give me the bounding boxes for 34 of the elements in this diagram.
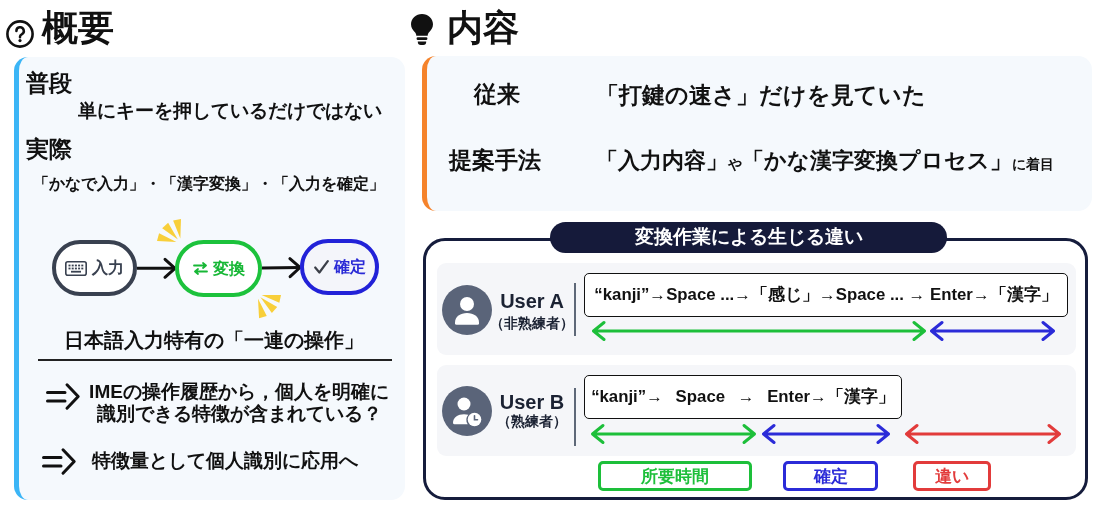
legend-key: 所要時間 bbox=[598, 461, 752, 491]
body-text: 単にキーを押しているだけではない bbox=[78, 100, 382, 123]
body-text: 「かなで入力」・「漢字変換」・「入力を確定」 bbox=[33, 174, 385, 194]
user-row bbox=[437, 263, 1076, 355]
step-pill bbox=[52, 240, 137, 296]
sequence-box bbox=[584, 375, 902, 419]
section-heading: 概要 bbox=[42, 10, 114, 46]
body-text: 特徴量として個人識別に応用へ bbox=[92, 450, 358, 473]
section-heading: 内容 bbox=[447, 10, 519, 46]
step-label: 変換 bbox=[212, 258, 245, 279]
step-label: 確定 bbox=[333, 257, 366, 277]
subheading: 普段 bbox=[26, 70, 72, 98]
body-text: 日本語入力特有の「一連の操作」 bbox=[63, 329, 365, 353]
sequence-box bbox=[584, 273, 1068, 317]
legend-key: 違い bbox=[913, 461, 991, 491]
user-name: User B bbox=[498, 390, 566, 414]
step-pill bbox=[175, 240, 262, 297]
user-name: User A bbox=[499, 289, 565, 313]
step-label: 入力 bbox=[92, 258, 124, 278]
body-text: IMEの操作履歴から，個人を明確に識別できる特徴が含まれている？ bbox=[88, 381, 390, 425]
step-pill bbox=[300, 239, 379, 295]
user-role: （非熟練者） bbox=[489, 316, 575, 333]
sequence-text: “kanji”→Space ...→「感じ」→Space ... → Enter→「漢字」 bbox=[594, 284, 1058, 306]
sequence-text: “kanji”→ Space → Enter→「漢字」 bbox=[591, 386, 895, 408]
arrow bbox=[137, 257, 177, 279]
row-label: 提案手法 bbox=[449, 147, 541, 175]
user-role: （熟練者） bbox=[496, 414, 568, 431]
user-row bbox=[437, 365, 1076, 456]
row-label: 従来 bbox=[474, 81, 520, 109]
section-title: 変換作業による生じる違い bbox=[550, 222, 947, 253]
arrow bbox=[261, 257, 302, 279]
subheading: 実際 bbox=[26, 136, 72, 164]
legend-key: 確定 bbox=[783, 461, 878, 491]
body-text: 「打鍵の速さ」だけを見ていた bbox=[596, 82, 926, 109]
